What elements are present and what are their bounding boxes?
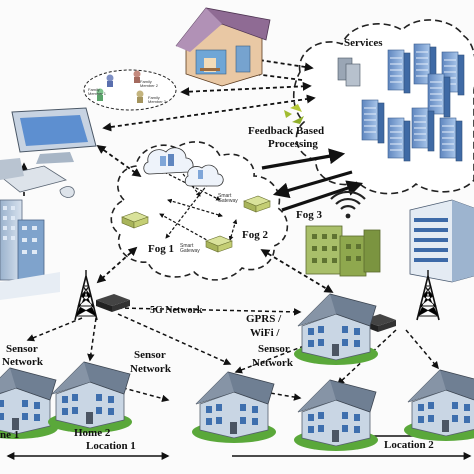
family-member-label-2: Family Member 1 <box>88 87 107 97</box>
sensor-mid-label-line1: Sensor <box>134 349 166 361</box>
location2-label: Location 2 <box>384 439 434 451</box>
home-icon <box>293 379 379 452</box>
office-building-icon <box>409 199 474 283</box>
house-icon <box>175 7 271 87</box>
home2-label: Home 2 <box>74 427 111 439</box>
fog-cloud-shape <box>110 141 289 281</box>
services-label: Services <box>344 37 383 49</box>
home1-label: ne 1 <box>0 429 20 441</box>
location1-label: Location 1 <box>86 440 136 452</box>
fog-node-icons <box>121 147 271 253</box>
gateway-bottom-label: Smart Gateway <box>180 243 200 255</box>
fog3-building-icon <box>305 225 381 277</box>
sensor-right-label-line2: Network <box>252 357 293 369</box>
server-icon <box>337 43 465 162</box>
fog3-label: Fog 3 <box>296 209 322 221</box>
home-icon <box>47 361 133 434</box>
tower-icon <box>74 269 98 321</box>
feedback-label-line1: Feedback Based <box>248 125 325 137</box>
recycle-icon <box>284 104 304 124</box>
wifi-icon <box>330 190 366 219</box>
feedback-label-line2: Processing <box>268 138 318 150</box>
gprs-label-line1: GPRS / <box>246 313 282 325</box>
fog1-label: Fog 1 <box>148 243 174 255</box>
gateway-top-label: Smart Gateway <box>218 193 238 205</box>
network-5g-label: 5G Network <box>150 305 203 316</box>
family-member-label-3: Family Member 3 <box>148 95 167 105</box>
fog2-label: Fog 2 <box>242 229 268 241</box>
home-icon <box>191 371 277 444</box>
gprs-label-line2: WiFi / <box>250 327 280 339</box>
sensor-right-label-line1: Sensor <box>258 343 290 355</box>
home-icon <box>403 369 474 442</box>
building-icon <box>0 199 60 300</box>
computer-icon <box>0 107 97 198</box>
sensor-left-label-line1: Sensor <box>6 343 38 355</box>
home-icon <box>293 293 379 366</box>
family-cluster <box>83 69 177 111</box>
sensor-mid-label-line2: Network <box>130 363 171 375</box>
family-member-label-1: Family Member 2 <box>140 79 159 89</box>
sensor-left-label-line2: Network <box>2 356 43 368</box>
router-icon <box>96 294 130 312</box>
